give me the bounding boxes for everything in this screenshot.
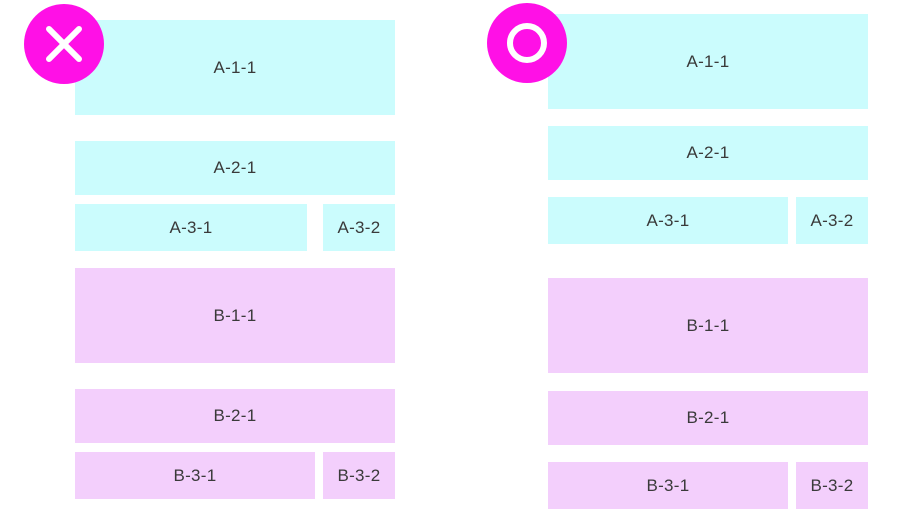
block-a-3-2: A-3-2 bbox=[323, 204, 395, 251]
block-a-3-2: A-3-2 bbox=[796, 197, 868, 244]
block-b-3-1: B-3-1 bbox=[75, 452, 315, 499]
correct-badge bbox=[487, 3, 567, 83]
block-a-1-1: A-1-1 bbox=[548, 14, 868, 109]
block-a-2-1: A-2-1 bbox=[75, 141, 395, 195]
block-a-2-1: A-2-1 bbox=[548, 126, 868, 180]
block-b-2-1: B-2-1 bbox=[75, 389, 395, 443]
incorrect-badge bbox=[24, 4, 104, 84]
block-b-1-1: B-1-1 bbox=[75, 268, 395, 363]
cross-icon bbox=[46, 26, 82, 62]
block-a-3-1: A-3-1 bbox=[548, 197, 788, 244]
block-b-3-2: B-3-2 bbox=[796, 462, 868, 509]
block-a-3-1: A-3-1 bbox=[75, 204, 307, 251]
block-b-1-1: B-1-1 bbox=[548, 278, 868, 373]
circle-icon bbox=[507, 23, 547, 63]
block-b-3-2: B-3-2 bbox=[323, 452, 395, 499]
block-a-1-1: A-1-1 bbox=[75, 20, 395, 115]
block-b-3-1: B-3-1 bbox=[548, 462, 788, 509]
block-b-2-1: B-2-1 bbox=[548, 391, 868, 445]
